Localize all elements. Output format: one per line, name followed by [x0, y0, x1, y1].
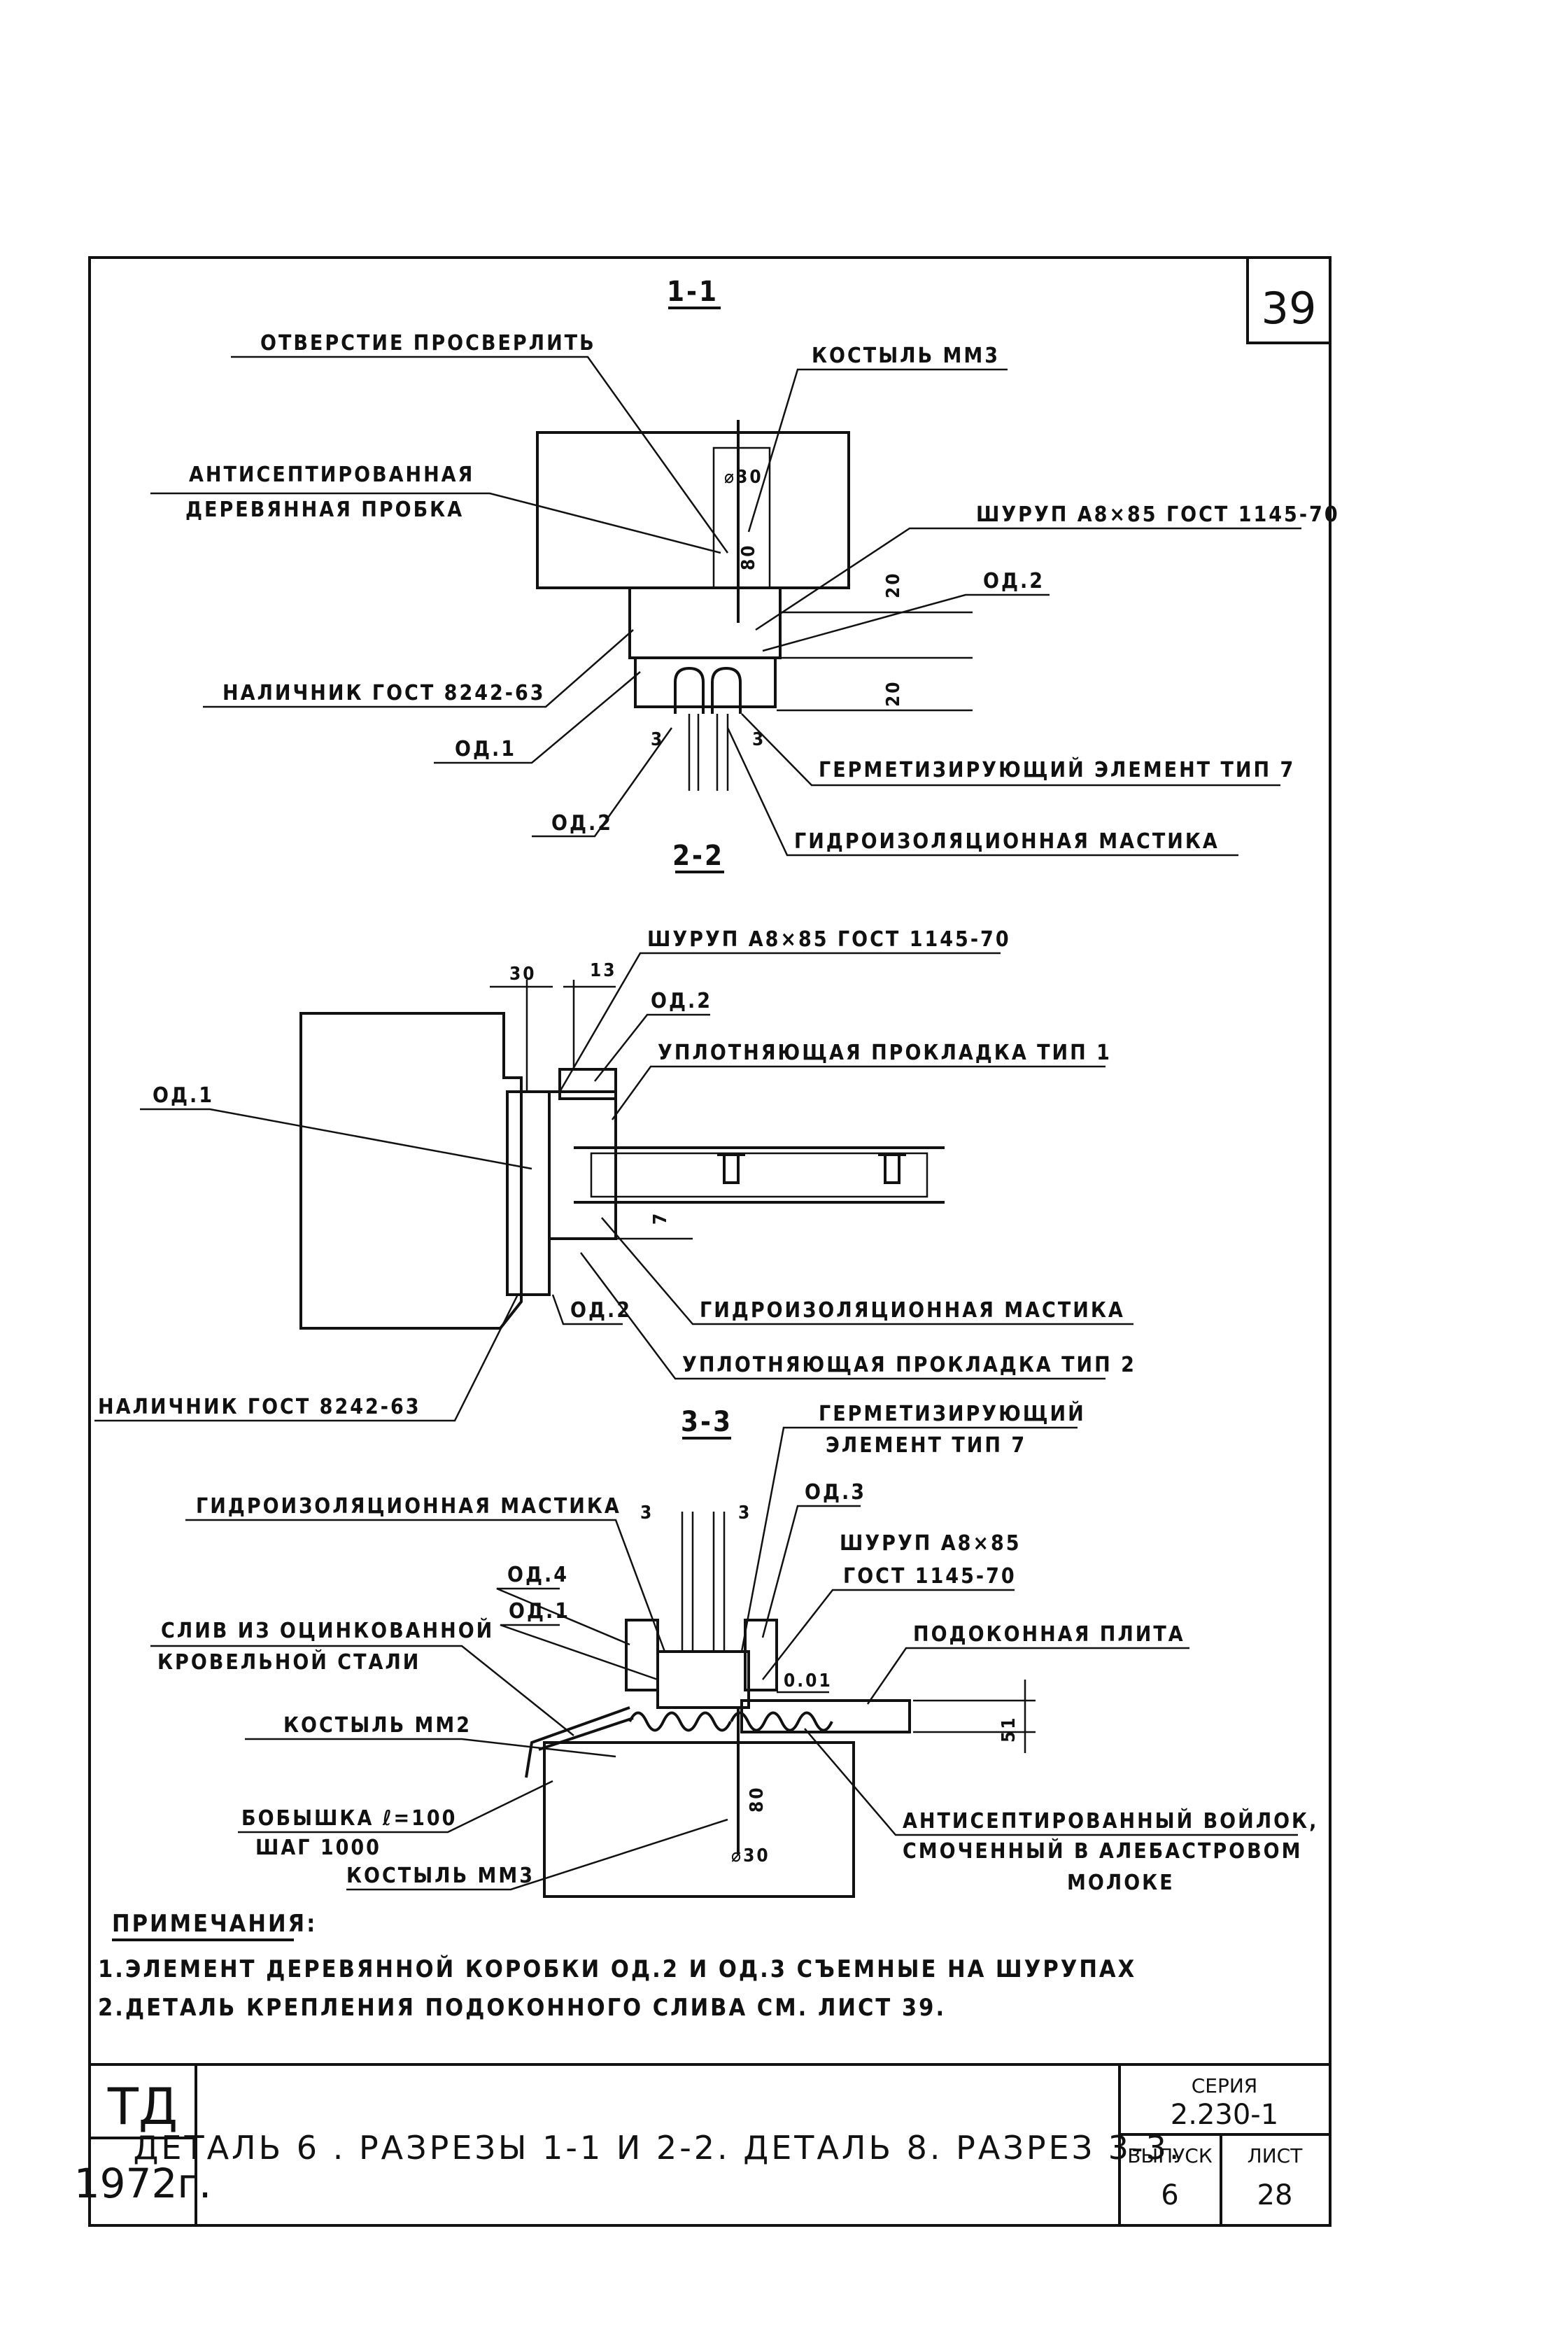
page-number-box: [1246, 256, 1332, 344]
sheet-border: [88, 256, 1332, 2227]
dim-20a-1: 20: [883, 571, 904, 598]
label-screw-3b: ГОСТ 1145-70: [843, 1564, 1017, 1589]
org-code: ТД: [107, 2077, 178, 2136]
series-number: 2.230-1: [1171, 2099, 1278, 2131]
section-3-3: 3-3 ГЕРМЕТИЗИРУЮЩИЙ ЭЛЕМЕНТ ТИП 7 ГИДРОИ…: [150, 1401, 1318, 1898]
series-label: СЕРИЯ: [1192, 2074, 1258, 2097]
label-od2-bottom-2: ОД.2: [570, 1298, 632, 1323]
frame-od1-3: [656, 1650, 750, 1709]
dim-d30-1: ⌀30: [724, 467, 763, 488]
section-3-title: 3-3: [681, 1406, 733, 1438]
gasket-end-2: [878, 1153, 906, 1184]
note-1: 1.ЭЛЕМЕНТ ДЕРЕВЯННОЙ КОРОБКИ ОД.2 И ОД.3…: [98, 1955, 1136, 1983]
wall-concrete-3: [543, 1741, 855, 1898]
label-felt-1: АНТИСЕПТИРОВАННЫЙ ВОЙЛОК,: [903, 1808, 1318, 1834]
label-drip-1: СЛИВ ИЗ ОЦИНКОВАННОЙ: [161, 1618, 494, 1643]
page-number: 39: [1262, 283, 1317, 334]
frame-od2-2: [548, 1090, 617, 1240]
label-od2-right: ОД.2: [983, 569, 1045, 593]
label-seal-3b: ЭЛЕМЕНТ ТИП 7: [826, 1433, 1026, 1458]
frame-od2-1: [628, 586, 782, 659]
label-crutch-mm2: КОСТЫЛЬ ММ2: [283, 1713, 472, 1738]
dim-80-1: 80: [738, 543, 759, 570]
label-mastic-3: ГИДРОИЗОЛЯЦИОННАЯ МАСТИКА: [196, 1494, 621, 1519]
frame-od4-3: [625, 1619, 659, 1691]
label-seal-3a: ГЕРМЕТИЗИРУЮЩИЙ: [819, 1401, 1086, 1426]
notes: ПРИМЕЧАНИЯ: 1.ЭЛЕМЕНТ ДЕРЕВЯННОЙ КОРОБКИ…: [98, 1910, 1136, 2022]
section-2-title: 2-2: [672, 840, 724, 872]
dim-30-2: 30: [509, 964, 537, 985]
dim-3b-3: 3: [738, 1503, 751, 1524]
seal-left-1: [674, 666, 705, 714]
label-casing-2: НАЛИЧНИК ГОСТ 8242-63: [98, 1395, 421, 1419]
wall-concrete-2: [299, 1012, 523, 1330]
dim-7-2: 7: [650, 1211, 671, 1225]
glass-unit-2: [590, 1152, 928, 1198]
label-od3: ОД.3: [805, 1480, 866, 1505]
label-mastic-2: ГИДРОИЗОЛЯЦИОННАЯ МАСТИКА: [700, 1298, 1125, 1323]
dim-3a-3: 3: [640, 1503, 654, 1524]
dim-3a-1: 3: [651, 729, 664, 750]
label-od2-top-2: ОД.2: [651, 989, 712, 1013]
sheet-number: 28: [1257, 2179, 1293, 2211]
dim-13-2: 13: [590, 960, 617, 981]
label-boss-2: ШАГ 1000: [255, 1836, 381, 1860]
gasket-middle-2: [717, 1153, 745, 1184]
casing-2: [558, 1068, 617, 1100]
frame-od1-1: [634, 656, 777, 708]
label-od4: ОД.4: [507, 1563, 569, 1587]
label-gasket1: УПЛОТНЯЮЩАЯ ПРОКЛАДКА ТИП 1: [658, 1041, 1112, 1065]
label-crutch-mm3-3: КОСТЫЛЬ ММ3: [346, 1864, 535, 1888]
label-od2-left: ОД.2: [551, 811, 613, 836]
label-plug-2: ДЕРЕВЯННАЯ ПРОБКА: [185, 498, 464, 522]
issue-label: ВЫПУСК: [1127, 2144, 1213, 2167]
label-screw-2: ШУРУП А8×85 ГОСТ 1145-70: [647, 927, 1011, 952]
section-2-2: 2-2 30 13 ШУРУП А8×85 ГОСТ 1145-70 ОД.2 …: [94, 840, 1136, 1422]
dim-001: 0.01: [784, 1670, 833, 1691]
section-1-title: 1-1: [667, 276, 719, 308]
label-boss-1: БОБЫШКА ℓ=100: [241, 1806, 457, 1831]
dim-51: 51: [998, 1715, 1019, 1743]
label-screw-3a: ШУРУП А8×85: [840, 1531, 1022, 1556]
label-screw-1: ШУРУП А8×85 ГОСТ 1145-70: [976, 502, 1340, 527]
issue-number: 6: [1161, 2179, 1178, 2211]
label-seal-1: ГЕРМЕТИЗИРУЮЩИЙ ЭЛЕМЕНТ ТИП 7: [819, 757, 1295, 782]
label-plug-1: АНТИСЕПТИРОВАННАЯ: [189, 463, 474, 487]
wall-concrete-1: [536, 431, 850, 589]
title-block: ТД 1972г. ДЕТАЛЬ 6 . РАЗРЕЗЫ 1-1 И 2-2. …: [74, 2063, 1330, 2225]
dim-80-3: 80: [747, 1785, 768, 1813]
dim-d30-3: ⌀30: [731, 1845, 770, 1866]
felt-coils-3: [628, 1711, 833, 1732]
seal-right-1: [711, 666, 742, 714]
label-od1-1: ОД.1: [455, 737, 516, 761]
dim-3b-1: 3: [752, 729, 765, 750]
label-felt-2: СМОЧЕННЫЙ В АЛЕБАСТРОВОМ: [903, 1838, 1302, 1864]
label-od1-3: ОД.1: [509, 1599, 570, 1624]
label-crutch-mm3: КОСТЫЛЬ ММ3: [812, 344, 1000, 368]
frame-od1-2: [506, 1090, 551, 1296]
label-drip-2: КРОВЕЛЬНОЙ СТАЛИ: [157, 1649, 421, 1675]
sheet-label: ЛИСТ: [1248, 2144, 1304, 2167]
label-gasket2: УПЛОТНЯЮЩАЯ ПРОКЛАДКА ТИП 2: [682, 1353, 1136, 1377]
notes-title: ПРИМЕЧАНИЯ:: [112, 1910, 317, 1938]
label-hole: ОТВЕРСТИЕ ПРОСВЕРЛИТЬ: [260, 331, 596, 356]
label-od1-2: ОД.1: [153, 1083, 214, 1108]
note-2: 2.ДЕТАЛЬ КРЕПЛЕНИЯ ПОДОКОННОГО СЛИВА СМ.…: [98, 1994, 946, 2022]
sheet-title: ДЕТАЛЬ 6 . РАЗРЕЗЫ 1-1 И 2-2. ДЕТАЛЬ 8. …: [133, 2129, 1182, 2167]
section-1-1: 1-1 ОТВЕРСТИЕ ПРОСВЕРЛИТЬ КОСТЫЛЬ ММ3 АН…: [150, 276, 1340, 857]
dim-20b-1: 20: [883, 680, 904, 707]
drip-flashing-3: [525, 1706, 630, 1778]
label-sill: ПОДОКОННАЯ ПЛИТА: [913, 1622, 1185, 1647]
label-casing-1: НАЛИЧНИК ГОСТ 8242-63: [223, 681, 546, 705]
label-mastic-1: ГИДРОИЗОЛЯЦИОННАЯ МАСТИКА: [794, 829, 1220, 854]
frame-od3-3: [744, 1619, 778, 1691]
year: 1972г.: [74, 2160, 212, 2207]
label-felt-3: МОЛОКЕ: [1067, 1871, 1175, 1895]
